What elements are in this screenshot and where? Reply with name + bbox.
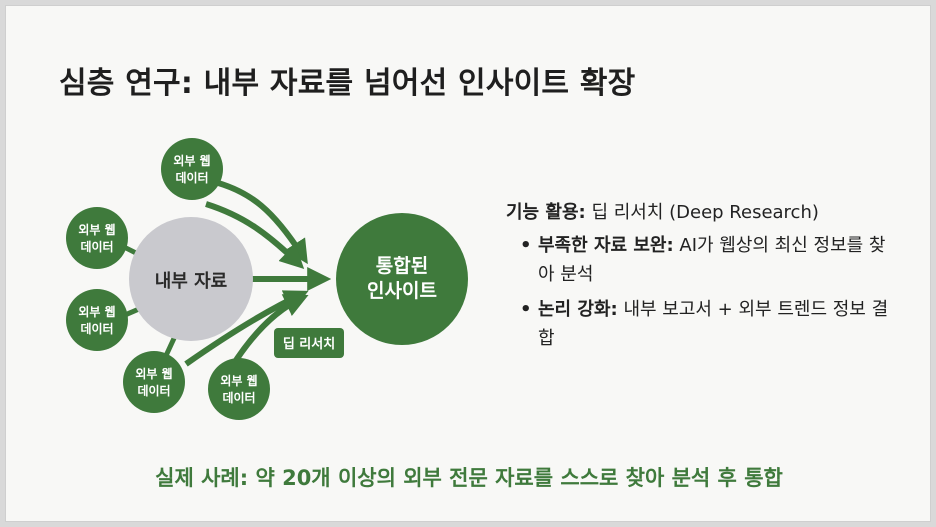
integrated-insight-line2: 인사이트: [367, 280, 437, 302]
integrated-insight-node: 통합된 인사이트: [336, 213, 468, 345]
source-node-line2: 데이터: [80, 239, 113, 254]
info-panel: 기능 활용: 딥 리서치 (Deep Research) • 부족한 자료 보완:…: [506, 198, 896, 359]
source-node-line1: 외부 웹: [135, 366, 172, 381]
source-node: 외부 웹 데이터: [123, 351, 185, 413]
list-item: • 부족한 자료 보완: AI가 웹상의 최신 정보를 찾아 분석: [520, 231, 896, 289]
source-node-line1: 외부 웹: [173, 153, 210, 168]
arrow-from-top-source: [210, 178, 308, 265]
source-node-line1: 외부 웹: [78, 304, 115, 319]
source-node-line2: 데이터: [175, 170, 208, 185]
slide-title: 심층 연구: 내부 자료를 넘어선 인사이트 확장: [59, 66, 636, 101]
bullet-text: 내부 보고서 + 외부 트렌드 정보 결합: [538, 299, 889, 349]
source-node: 외부 웹 데이터: [208, 358, 270, 420]
feature-value: 딥 리서치 (Deep Research): [585, 202, 819, 223]
feature-line: 기능 활용: 딥 리서치 (Deep Research): [506, 198, 896, 227]
bullet-label: 논리 강화:: [538, 299, 618, 320]
source-node-line2: 데이터: [80, 321, 113, 336]
deep-research-diagram: 외부 웹 데이터 외부 웹 데이터 외부 웹 데이터 외부 웹 데이터 외부 웹…: [66, 138, 468, 420]
internal-data-node: 내부 자료: [129, 217, 253, 341]
source-node-line2: 데이터: [222, 390, 255, 405]
internal-data-label: 내부 자료: [155, 271, 228, 292]
source-node: 외부 웹 데이터: [66, 207, 128, 269]
source-node: 외부 웹 데이터: [66, 289, 128, 351]
source-node-line2: 데이터: [137, 383, 170, 398]
integrated-insight-line1: 통합된: [376, 255, 428, 277]
bullet-list: • 부족한 자료 보완: AI가 웹상의 최신 정보를 찾아 분석 • 논리 강화:…: [506, 231, 896, 353]
deep-research-tag-label: 딥 리서치: [283, 336, 335, 352]
list-item: • 논리 강화: 내부 보고서 + 외부 트렌드 정보 결합: [520, 295, 896, 353]
bullet-text: AI가 웹상의 최신 정보를 찾아 분석: [538, 235, 886, 285]
arrow-from-top-source-2: [205, 201, 305, 270]
bullet-label: 부족한 자료 보완:: [538, 235, 674, 256]
deep-research-tag: 딥 리서치: [274, 328, 344, 358]
footer-example: 실제 사례: 약 20개 이상의 외부 전문 자료를 스스로 찾아 분석 후 통…: [155, 466, 783, 490]
source-node: 외부 웹 데이터: [161, 138, 223, 200]
bullet-dot: •: [520, 235, 532, 256]
source-node-line1: 외부 웹: [78, 222, 115, 237]
slide: 심층 연구: 내부 자료를 넘어선 인사이트 확장 외부 웹 데이터 외부 웹 …: [5, 5, 931, 522]
source-node-line1: 외부 웹: [220, 373, 257, 388]
feature-label: 기능 활용:: [506, 202, 586, 223]
bullet-dot: •: [520, 299, 532, 320]
